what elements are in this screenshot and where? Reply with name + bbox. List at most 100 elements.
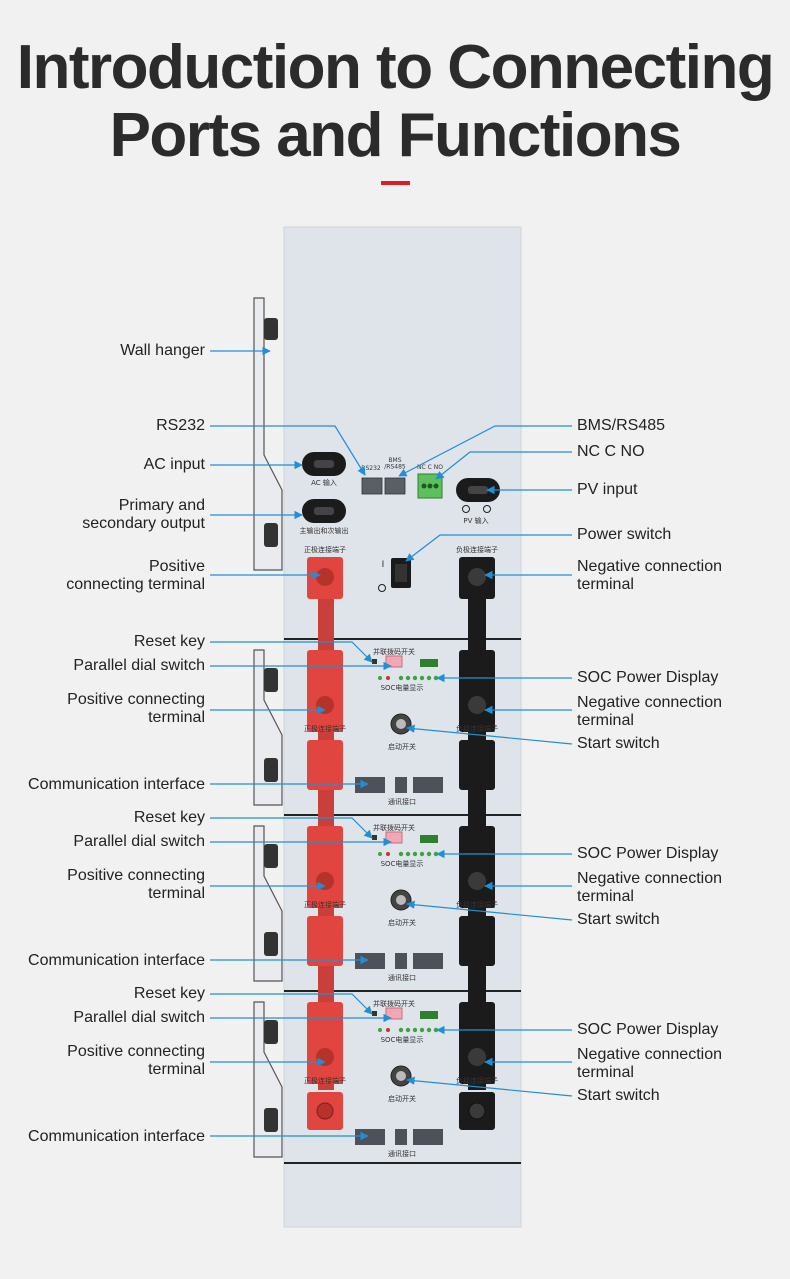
led-alarm — [386, 676, 390, 680]
label-nc-c-no: NC C NO — [577, 443, 645, 460]
panel-text-positive: 正极连接端子 — [304, 545, 346, 554]
comm-ports — [355, 777, 443, 793]
label-start-switch-1: Start switch — [577, 735, 660, 752]
label-positive-terminal-2: Positive connecting terminal — [67, 867, 205, 902]
nc-c-no-terminal — [417, 473, 443, 499]
label-start-switch-2: Start switch — [577, 911, 660, 928]
panel-text-pv: PV 输入 — [463, 516, 488, 525]
label-reset-key-1: Reset key — [133, 633, 205, 650]
page-title-line-1: Introduction to Connecting — [16, 33, 775, 102]
reset-key — [372, 659, 377, 664]
label-start-switch-3: Start switch — [577, 1087, 660, 1104]
soc-leds — [398, 1027, 439, 1033]
module-text-soc: SOC电量显示 — [381, 683, 424, 692]
label-parallel-dial-1: Parallel dial switch — [73, 657, 205, 674]
top-negative-terminal — [459, 557, 495, 599]
label-power-switch: Power switch — [577, 526, 672, 543]
panel-text-power-on: I — [382, 560, 385, 570]
module-text-comm: 通讯接口 — [388, 973, 416, 982]
label-soc-display-1: SOC Power Display — [577, 669, 719, 686]
label-reset-key-2: Reset key — [133, 809, 205, 826]
module-positive-terminal — [307, 650, 343, 732]
label-negative-terminal-3: Negative connection terminal — [577, 1046, 722, 1081]
panel-text-negative: 负极连接端子 — [456, 545, 498, 554]
led-alarm — [386, 852, 390, 856]
module-text-soc: SOC电量显示 — [381, 1035, 424, 1044]
parallel-dial-switch — [385, 831, 403, 844]
label-negative-terminal-2: Negative connection terminal — [577, 870, 722, 905]
module-text-negative: 负极连接端子 — [456, 724, 498, 733]
leader-lines — [210, 346, 573, 1141]
label-communication-3: Communication interface — [28, 1128, 205, 1145]
module-text-negative: 负极连接端子 — [456, 1076, 498, 1085]
module-negative-terminal — [459, 650, 495, 732]
label-communication-2: Communication interface — [28, 952, 205, 969]
label-soc-display-2: SOC Power Display — [577, 845, 719, 862]
module-negative-terminal — [459, 826, 495, 908]
module-text-positive: 正极连接端子 — [304, 1076, 346, 1085]
label-wall-hanger: Wall hanger — [120, 342, 205, 359]
parallel-dial-switch — [385, 1007, 403, 1020]
module-text-dial: 并联拨码开关 — [373, 647, 415, 656]
cabinet-panel-border — [283, 226, 522, 1228]
led-run — [378, 852, 382, 856]
module-text-positive: 正极连接端子 — [304, 900, 346, 909]
label-primary-secondary-output: Primary and secondary output — [82, 497, 205, 532]
label-parallel-dial-2: Parallel dial switch — [73, 833, 205, 850]
label-positive-terminal-top: Positive connecting terminal — [66, 558, 205, 593]
panel-text-ac: AC 输入 — [311, 478, 337, 487]
module-text-start: 启动开关 — [388, 742, 416, 751]
module-text-soc: SOC电量显示 — [381, 859, 424, 868]
led-run — [378, 676, 382, 680]
reset-key — [372, 1011, 377, 1016]
reset-key — [372, 835, 377, 840]
panel-text-bms: BMS/RS485 — [384, 457, 406, 471]
dial-connector — [420, 835, 438, 843]
pv-input-port — [456, 478, 500, 513]
label-parallel-dial-3: Parallel dial switch — [73, 1009, 205, 1026]
module-negative-terminal — [459, 1002, 495, 1084]
panel-text-main-output: 主输出和次输出 — [300, 526, 349, 535]
panel-text-nc: NC C NO — [417, 464, 443, 471]
ac-input-port — [302, 452, 346, 476]
led-run — [378, 1028, 382, 1032]
top-positive-terminal — [307, 557, 343, 599]
dial-connector — [420, 1011, 438, 1019]
label-communication-1: Communication interface — [28, 776, 205, 793]
label-bms-rs485: BMS/RS485 — [577, 417, 666, 434]
dial-connector — [420, 659, 438, 667]
wall-hanger-top — [253, 297, 283, 571]
module-text-negative: 负极连接端子 — [456, 900, 498, 909]
module-positive-terminal — [307, 826, 343, 908]
label-positive-terminal-1: Positive connecting terminal — [67, 691, 205, 726]
bottom-terminal-sockets — [307, 1092, 495, 1130]
module-text-comm: 通讯接口 — [388, 797, 416, 806]
module-text-positive: 正极连接端子 — [304, 724, 346, 733]
panel-text-rs232: RS232 — [361, 465, 381, 472]
comm-ports — [355, 1129, 443, 1145]
label-soc-display-3: SOC Power Display — [577, 1021, 719, 1038]
module-text-start: 启动开关 — [388, 918, 416, 927]
module-text-dial: 并联拨码开关 — [373, 999, 415, 1008]
main-output-port — [302, 499, 346, 523]
soc-leds — [398, 675, 439, 681]
label-negative-terminal-top: Negative connection terminal — [577, 558, 722, 593]
label-ac-input: AC input — [143, 456, 205, 473]
battery-module-3: 并联拨码开关 SOC电量显示 正极连接端子 负极连接端子 启动开关 通讯接口 — [304, 999, 498, 1158]
label-reset-key-3: Reset key — [133, 985, 205, 1002]
comm-ports — [355, 953, 443, 969]
label-pv-input: PV input — [577, 481, 638, 498]
parallel-dial-switch — [385, 655, 403, 668]
power-switch — [378, 558, 411, 592]
battery-module-1: 并联拨码开关 SOC电量显示 正极连接端子 负极连接端子 启动开关 通讯接口 — [304, 647, 498, 806]
label-positive-terminal-3: Positive connecting terminal — [67, 1043, 205, 1078]
rs232-bms-ports — [361, 477, 406, 495]
module-text-dial: 并联拨码开关 — [373, 823, 415, 832]
label-rs232: RS232 — [156, 417, 205, 434]
led-alarm — [386, 1028, 390, 1032]
label-negative-terminal-1: Negative connection terminal — [577, 694, 722, 729]
title-accent-bar — [381, 181, 410, 185]
module-positive-terminal — [307, 1002, 343, 1084]
module-text-start: 启动开关 — [388, 1094, 416, 1103]
